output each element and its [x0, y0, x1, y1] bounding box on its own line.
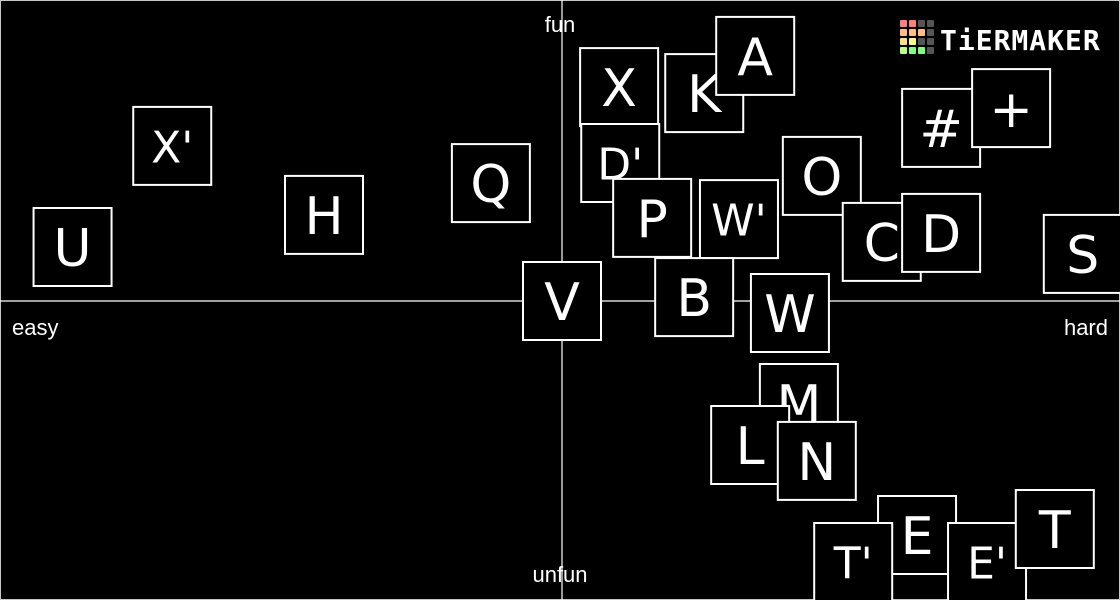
tile-box: [749, 273, 830, 353]
tile-box: [901, 87, 982, 168]
tile-label: P: [636, 190, 667, 250]
logo-cell: [927, 29, 934, 36]
axis-label-left: easy: [12, 315, 58, 340]
tile-4[interactable]: Q: [450, 143, 531, 224]
logo-grid-icon: [900, 20, 934, 54]
tile-label: W: [764, 285, 815, 345]
tile-box: [654, 257, 735, 338]
tile-13[interactable]: B: [654, 257, 735, 338]
logo-cell: [927, 38, 934, 45]
logo-cell: [900, 20, 907, 27]
tile-box: [971, 68, 1052, 149]
tile-label: T': [833, 539, 873, 590]
tile-16[interactable]: D: [901, 192, 982, 273]
tile-box: [450, 143, 531, 224]
logo-cell: [918, 29, 925, 36]
tile-24[interactable]: T': [813, 522, 894, 600]
tile-14[interactable]: W: [749, 273, 830, 353]
tile-label: N: [797, 433, 836, 493]
tile-box: [776, 420, 857, 501]
tile-label: H: [304, 187, 343, 247]
tile-label: S: [1066, 226, 1099, 286]
tile-label: E: [901, 507, 934, 567]
logo-wordmark: TiERMAKER: [940, 24, 1101, 57]
tile-box: [32, 207, 113, 287]
tile-box: [579, 47, 660, 128]
tile-21[interactable]: L: [710, 405, 791, 485]
tile-1[interactable]: U: [32, 207, 113, 287]
tile-label: A: [737, 28, 773, 88]
logo-cell: [927, 47, 934, 54]
tile-18[interactable]: +: [971, 68, 1052, 149]
tile-label: U: [54, 219, 92, 279]
tile-box: [710, 405, 791, 485]
tile-box: [813, 522, 894, 600]
tile-label: Q: [470, 155, 511, 215]
logo-cell: [918, 20, 925, 27]
tile-label: B: [676, 269, 712, 329]
tile-box: [132, 105, 213, 186]
logo-cell: [900, 38, 907, 45]
tile-box: [522, 261, 602, 341]
tile-box: [1042, 213, 1120, 294]
logo-cell: [909, 29, 916, 36]
axis-label-right: hard: [1064, 315, 1108, 340]
tile-box: [947, 522, 1028, 600]
tile-box: [698, 179, 779, 260]
tile-label: O: [801, 148, 842, 208]
tile-25[interactable]: E': [947, 522, 1028, 600]
logo-cell: [918, 47, 925, 54]
axis-label-top: fun: [545, 12, 576, 37]
tile-box: [901, 192, 982, 273]
tile-label: +: [989, 80, 1033, 140]
tile-17[interactable]: #: [901, 87, 982, 168]
tile-label: X': [151, 122, 193, 173]
logo-cell: [909, 47, 916, 54]
tile-box: [612, 177, 693, 258]
logo-cell: [918, 38, 925, 45]
tile-label: L: [736, 417, 765, 477]
logo-cell: [909, 38, 916, 45]
tile-6[interactable]: X: [579, 47, 660, 128]
tile-label: C: [864, 214, 900, 274]
tile-5[interactable]: V: [522, 261, 602, 341]
tile-22[interactable]: N: [776, 420, 857, 501]
tile-label: V: [544, 273, 580, 333]
tile-label: T: [1038, 501, 1071, 561]
tile-box: [1014, 489, 1095, 569]
axis-label-bottom: unfun: [532, 562, 587, 587]
tile-26[interactable]: T: [1014, 489, 1095, 569]
tile-label: E': [967, 539, 1007, 590]
tile-box: [715, 15, 796, 96]
logo-cell: [900, 29, 907, 36]
tile-3[interactable]: H: [284, 174, 364, 255]
tile-label: X: [601, 59, 637, 119]
logo-cell: [900, 47, 907, 54]
logo-cell: [927, 20, 934, 27]
tile-label: W': [711, 196, 767, 247]
tile-8[interactable]: A: [715, 15, 796, 96]
tiermaker-logo: TiERMAKER: [900, 20, 1101, 57]
tile-19[interactable]: S: [1042, 213, 1120, 294]
tile-label: #: [919, 100, 963, 160]
logo-cell: [909, 20, 916, 27]
tile-11[interactable]: W': [698, 179, 779, 260]
tile-label: D: [921, 205, 961, 265]
tile-10[interactable]: P: [612, 177, 693, 258]
tile-box: [284, 174, 364, 255]
tile-2[interactable]: X': [132, 105, 213, 186]
